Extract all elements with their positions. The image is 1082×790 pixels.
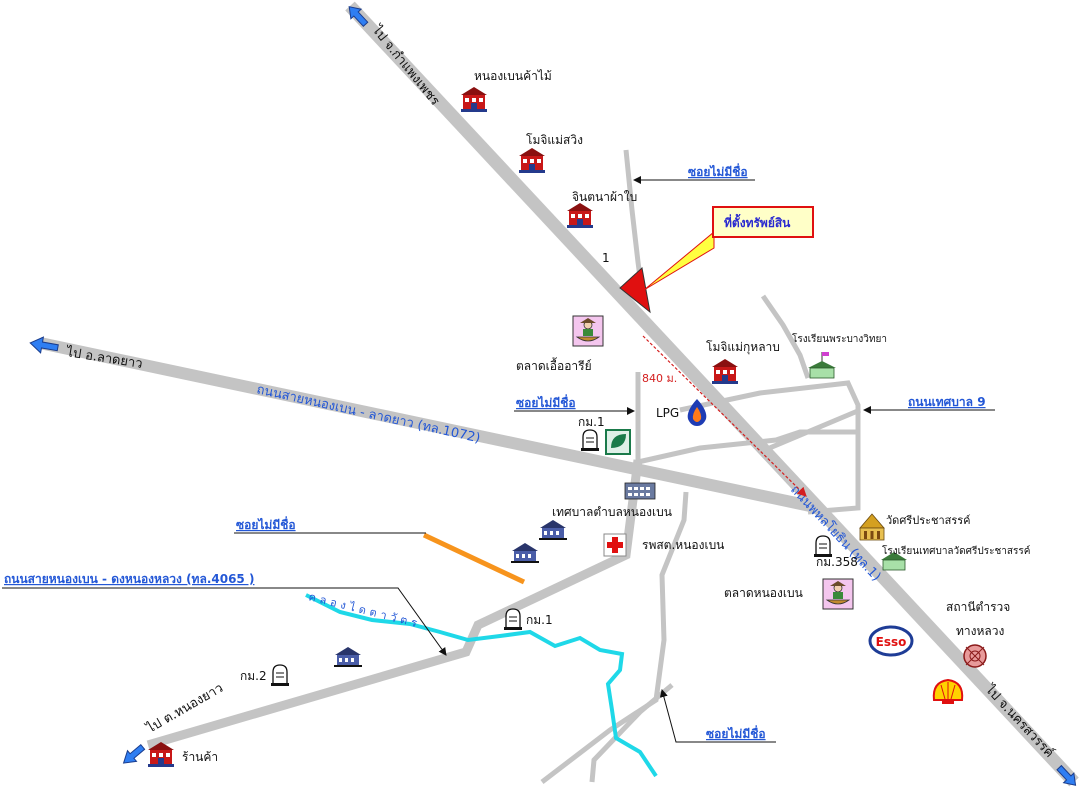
road-phahonyothin [345, 1, 1079, 787]
house-icon [712, 359, 738, 384]
place-market-uea: ตลาดเอื้ออารีย์ [516, 357, 592, 373]
direction-kamphaeng-phet: ไป จ.กำแพงเพชร [368, 22, 443, 109]
place-wat-sriprachasan: วัดศรีประชาสรรค์ [886, 514, 971, 527]
direction-arrow-lat-yao [29, 336, 59, 354]
municipality-icon [624, 482, 656, 500]
callout-soi-left: ซอยไม่มีชื่อ [234, 516, 426, 534]
km-marker-icon [270, 664, 290, 687]
svg-text:ถนนสายหนองเบน - ดงหนองหลวง (ทล: ถนนสายหนองเบน - ดงหนองหลวง (ทล.4065 ) [4, 572, 254, 586]
road-label-nongben-latyao: ถนนสายหนองเบน - ลาดยาว (ทล.1072) [255, 382, 481, 446]
svg-text:ที่ตั้งทรัพย์สิน: ที่ตั้งทรัพย์สิน [724, 213, 791, 230]
place-km1-bottom: กม.1 [526, 613, 553, 627]
market-icon [572, 315, 604, 347]
place-nongben-timber: หนองเบนค้าไม้ [474, 69, 552, 83]
place-km2: กม.2 [240, 669, 267, 683]
house-icon [461, 87, 487, 112]
callout-nongben-dongnongluang: ถนนสายหนองเบน - ดงหนองหลวง (ทล.4065 ) [2, 572, 447, 656]
market-icon [822, 578, 854, 610]
place-police: สถานีตำรวจ [946, 600, 1010, 614]
svg-text:ซอยไม่มีชื่อ: ซอยไม่มีชื่อ [688, 163, 748, 179]
house-icon [567, 203, 593, 228]
property-plot [619, 267, 651, 314]
svg-text:ซอยไม่มีชื่อ: ซอยไม่มีชื่อ [516, 394, 576, 410]
road-thetsaban9 [679, 380, 861, 515]
road-soi-bottom [540, 491, 689, 784]
place-moji-maesawing: โมจิแม่สวิง [526, 133, 583, 147]
callout-soi-bottom: ซอยไม่มีชื่อ [659, 689, 776, 743]
school-icon [881, 552, 907, 571]
place-school-wat: โรงเรียนเทศบาลวัดศรีประชาสรรค์ [882, 544, 1030, 557]
canal-label: คลองไดตาวัตร [307, 590, 422, 631]
km-marker-icon [503, 608, 523, 631]
shell-icon [932, 678, 964, 704]
esso-icon: Esso [868, 625, 914, 657]
lpg-icon [687, 399, 707, 426]
place-hospital: รพสต.หนองเบน [642, 538, 724, 552]
direction-lat-yao: ไป อ.ลาดยาว [64, 344, 143, 372]
svg-text:ซอยไม่มีชื่อ: ซอยไม่มีชื่อ [236, 516, 296, 532]
building-icon [511, 543, 539, 563]
km-marker-icon [580, 429, 600, 452]
gas-station-icon [605, 429, 631, 455]
distance-label: 840 ม. [642, 372, 677, 385]
building-icon [539, 520, 567, 540]
direction-arrow-kamphaeng-phet [348, 6, 369, 27]
plot-number: 1 [602, 251, 610, 265]
place-jintana: จินตนาผ้าใบ [572, 190, 637, 204]
direction-arrow-nakhon-sawan [1056, 764, 1077, 786]
temple-icon [859, 513, 885, 541]
place-highway: ทางหลวง [956, 624, 1004, 638]
police-icon [963, 644, 987, 668]
hospital-icon [603, 533, 627, 557]
svg-text:ถนนเทศบาล 9: ถนนเทศบาล 9 [908, 395, 986, 409]
esso-label: Esso [876, 635, 907, 649]
canal-waterway [305, 593, 658, 778]
place-municipality: เทศบาลตำบลหนองเบน [552, 505, 672, 519]
callout-soi-top: ซอยไม่มีชื่อ [633, 163, 755, 184]
building-icon [334, 647, 362, 667]
km-marker-icon [813, 535, 833, 558]
place-km1-top: กม.1 [578, 415, 605, 429]
road-cross2 [759, 407, 861, 455]
road-soi-orange [422, 532, 526, 585]
place-lpg: LPG [656, 406, 679, 420]
place-km358: กม.358 [816, 555, 858, 569]
roads [38, 1, 1079, 787]
direction-arrow-nong-yao [122, 743, 146, 764]
road-school [760, 294, 811, 379]
house-icon [519, 148, 545, 173]
place-market-nongben: ตลาดหนองเบน [724, 586, 803, 600]
distance-line [642, 335, 807, 497]
place-shop: ร้านค้า [182, 750, 218, 764]
road-cross1 [637, 429, 858, 465]
place-school-phrabang: โรงเรียนพระบางวิทยา [792, 332, 887, 345]
callout-thetsaban9: ถนนเทศบาล 9 [863, 395, 995, 414]
place-moji-maekulab: โมจิแม่กุหลาบ [706, 340, 780, 355]
direction-nakhon-sawan: ไป จ.นครสวรรค์ [981, 681, 1057, 761]
callout-soi-mid: ซอยไม่มีชื่อ [514, 394, 635, 415]
road-nongben-dongnongluang [146, 459, 643, 750]
svg-text:ซอยไม่มีชื่อ: ซอยไม่มีชื่อ [706, 725, 766, 741]
road-nongben-latyao [38, 337, 817, 513]
school-icon [808, 352, 836, 379]
property-callout: ที่ตั้งทรัพย์สิน [643, 206, 814, 291]
